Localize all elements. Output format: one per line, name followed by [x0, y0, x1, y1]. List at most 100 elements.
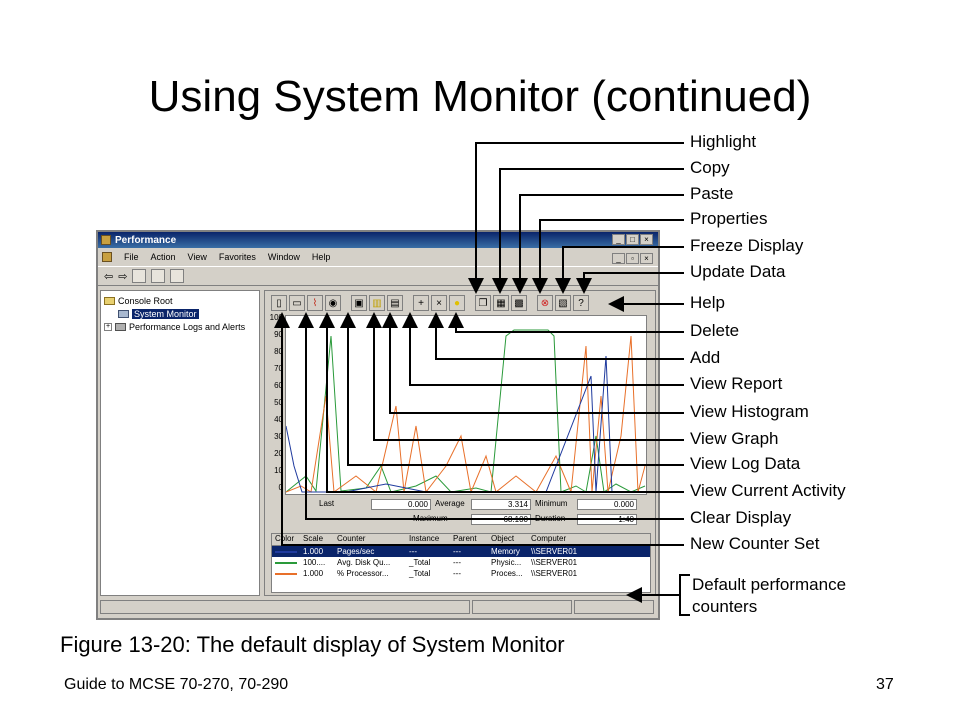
callout-new-counter-set: New Counter Set: [690, 534, 820, 553]
slide-title: Using System Monitor (continued): [148, 72, 812, 121]
callout-properties: Properties: [690, 209, 768, 228]
child-restore-button[interactable]: ▫: [626, 253, 639, 264]
figure-caption: Figure 13-20: The default display of Sys…: [60, 632, 565, 657]
view-report-icon[interactable]: ▤: [387, 295, 403, 311]
column-header[interactable]: Color: [275, 534, 295, 543]
help-icon[interactable]: ?: [573, 295, 589, 311]
view-current-activity-icon[interactable]: ⌇: [307, 295, 323, 311]
view-graph-icon[interactable]: ▣: [351, 295, 367, 311]
average-value: 3.314: [471, 499, 531, 510]
title-bar: Performance: [98, 232, 658, 248]
clear-display-icon[interactable]: ▭: [289, 295, 305, 311]
last-label: Last: [319, 499, 335, 508]
column-header[interactable]: Parent: [453, 534, 477, 543]
properties-icon[interactable]: ▩: [511, 295, 527, 311]
up-folder-icon[interactable]: [132, 269, 147, 283]
legend-row[interactable]: 1.000 Pages/sec --- --- Memory \\SERVER0…: [272, 546, 650, 557]
freeze-display-icon[interactable]: ⊗: [537, 295, 553, 311]
y-tick: 60: [274, 381, 283, 390]
child-minimize-button[interactable]: _: [612, 253, 625, 264]
column-header[interactable]: Counter: [337, 534, 366, 543]
highlight-icon[interactable]: ●: [449, 295, 465, 311]
menu-file[interactable]: File: [124, 252, 139, 262]
counter-cell: % Processor...: [337, 569, 389, 578]
maximum-label: Maximum: [413, 514, 448, 523]
close-button[interactable]: ×: [640, 234, 653, 245]
callout-view-histogram: View Histogram: [690, 402, 809, 421]
performance-window: Performance _ □ × File Action View Favor…: [96, 230, 660, 620]
window-title: Performance: [115, 234, 177, 246]
parent-cell: ---: [453, 547, 461, 556]
duration-label: Duration: [535, 514, 566, 523]
callout-help: Help: [690, 293, 725, 312]
child-window-buttons: _ ▫ ×: [612, 253, 653, 264]
menu-view[interactable]: View: [187, 252, 207, 262]
instance-cell: ---: [409, 547, 417, 556]
footer-course: Guide to MCSE 70-270, 70-290: [64, 676, 289, 693]
new-counter-set-icon[interactable]: ▯: [271, 295, 287, 311]
callout-clear-display: Clear Display: [690, 508, 792, 527]
value-bar: Last 0.000 Average 3.314 Minimum 0.000 M…: [285, 499, 647, 529]
callout-view-log-data: View Log Data: [690, 454, 801, 473]
menu-favorites[interactable]: Favorites: [218, 252, 256, 262]
default-counters-bracket: [679, 574, 690, 616]
tree-item-system-monitor[interactable]: System Monitor: [104, 307, 256, 320]
y-tick: 40: [274, 415, 283, 424]
y-tick: 20: [274, 449, 283, 458]
copy-icon[interactable]: ❐: [475, 295, 491, 311]
monitor-toolbar: ▯ ▭ ⌇ ◉ ▣ ▥ ▤ + × ● ❐ ▦ ▩ ⊗ ▧ ?: [271, 295, 589, 311]
y-tick: 80: [274, 347, 283, 356]
view-histogram-icon[interactable]: ▥: [369, 295, 385, 311]
callout-paste: Paste: [690, 184, 734, 203]
add-icon[interactable]: +: [413, 295, 429, 311]
back-arrow-icon[interactable]: ⇦: [104, 270, 114, 283]
computer-cell: \\SERVER01: [531, 547, 578, 556]
tree-item-console-root[interactable]: Console Root: [104, 294, 256, 307]
column-header[interactable]: Instance: [409, 534, 440, 543]
graph-area: [285, 315, 647, 495]
minimize-button[interactable]: _: [612, 234, 625, 245]
object-cell: Physic...: [491, 558, 522, 567]
callout-view-graph: View Graph: [690, 429, 779, 448]
legend-row[interactable]: 1.000 % Processor... _Total --- Proces..…: [272, 568, 650, 579]
view-log-data-icon[interactable]: ◉: [325, 295, 341, 311]
delete-icon[interactable]: ×: [431, 295, 447, 311]
scale-cell: 100....: [303, 558, 326, 567]
forward-arrow-icon[interactable]: ⇨: [118, 270, 128, 283]
column-header[interactable]: Computer: [531, 534, 567, 543]
console-menu-icon[interactable]: [102, 252, 112, 262]
y-tick: 0: [278, 483, 283, 492]
object-cell: Proces...: [491, 569, 523, 578]
title-buttons: _ □ ×: [612, 234, 653, 245]
status-panel: [574, 600, 654, 614]
paste-icon[interactable]: ▦: [493, 295, 509, 311]
minimum-value: 0.000: [577, 499, 637, 510]
column-header[interactable]: Object: [491, 534, 515, 543]
update-data-icon[interactable]: ▧: [555, 295, 571, 311]
menu-action[interactable]: Action: [150, 252, 176, 262]
minimum-label: Minimum: [535, 499, 568, 508]
tree-item-label: System Monitor: [132, 308, 199, 319]
color-swatch: [275, 561, 297, 564]
status-panel: [472, 600, 572, 614]
y-tick: 70: [274, 364, 283, 373]
console-toolbar: ⇦ ⇨: [98, 266, 658, 286]
legend-row[interactable]: 100.... Avg. Disk Qu... _Total --- Physi…: [272, 557, 650, 568]
child-close-button[interactable]: ×: [640, 253, 653, 264]
average-label: Average: [435, 499, 465, 508]
callout-view-current-activity: View Current Activity: [690, 481, 846, 500]
help-icon[interactable]: [170, 269, 185, 283]
tree-item-logs-alerts[interactable]: + Performance Logs and Alerts: [104, 320, 256, 333]
y-tick: 10: [274, 466, 283, 475]
show-tree-icon[interactable]: [151, 269, 166, 283]
counter-cell: Pages/sec: [337, 547, 375, 556]
menu-window[interactable]: Window: [267, 252, 300, 262]
system-monitor-pane: ▯ ▭ ⌇ ◉ ▣ ▥ ▤ + × ● ❐ ▦ ▩ ⊗ ▧ ? 100 90: [264, 290, 656, 596]
expand-icon[interactable]: +: [104, 322, 112, 331]
menu-bar: File Action View Favorites Window Help: [98, 248, 658, 266]
y-tick: 50: [274, 398, 283, 407]
column-header[interactable]: Scale: [303, 534, 324, 543]
maximize-button[interactable]: □: [626, 234, 639, 245]
counter-cell: Avg. Disk Qu...: [337, 558, 391, 567]
menu-help[interactable]: Help: [311, 252, 331, 262]
